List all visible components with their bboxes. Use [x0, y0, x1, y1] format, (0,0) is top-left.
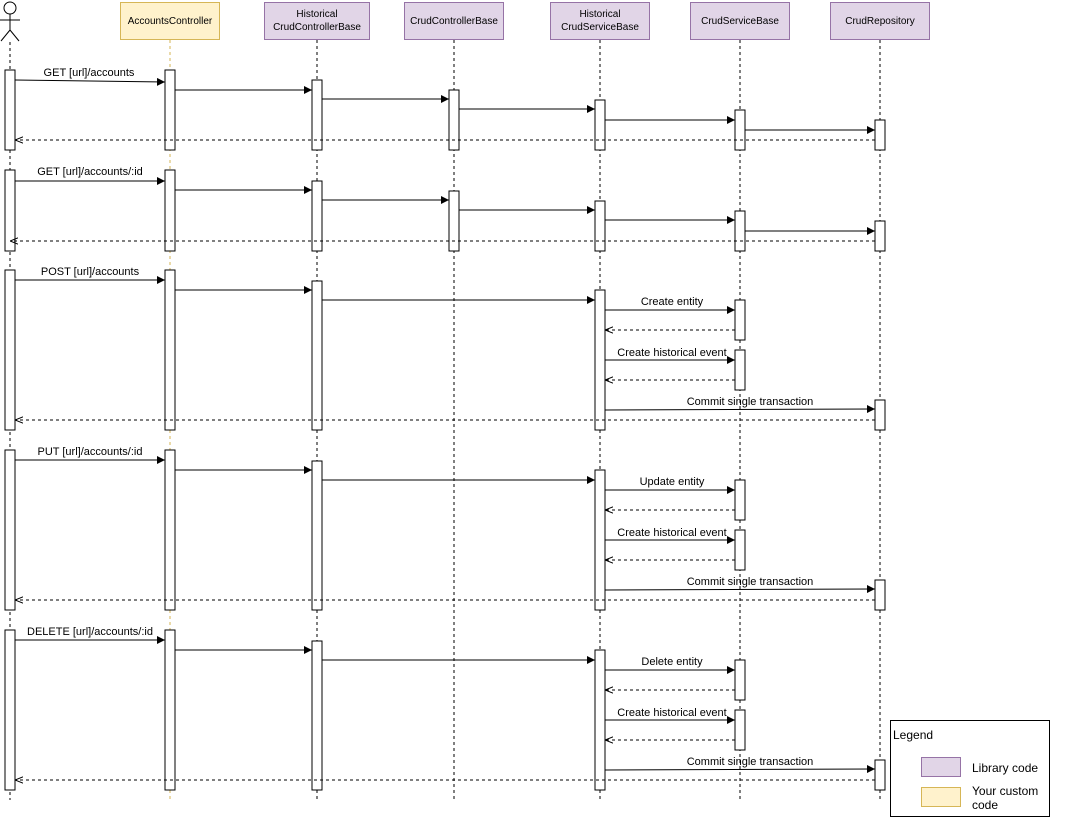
legend: Legend Library code Your custom code: [890, 720, 1050, 817]
message-delete-entity: Delete entity: [641, 656, 703, 668]
activation-bar: [164, 169, 176, 252]
activation-bar: [734, 529, 746, 571]
legend-library-swatch: [921, 757, 961, 777]
legend-custom-swatch: [921, 787, 961, 807]
activation-bar: [311, 280, 323, 431]
call-arrow: [14, 77, 166, 86]
activation-bar: [4, 169, 16, 252]
user-actor-icon: [0, 1, 20, 42]
activation-bar: [448, 89, 460, 151]
activation-bar: [164, 629, 176, 791]
return-arrows: [10, 140, 875, 780]
activation-bar: [4, 69, 16, 151]
call-arrows: [14, 77, 876, 774]
message-get-accounts: GET [url]/accounts: [44, 67, 135, 79]
activation-bars: [4, 69, 886, 791]
legend-custom-label: Your custom code: [972, 784, 1039, 812]
activation-bar: [311, 79, 323, 151]
activation-bar: [594, 289, 606, 431]
call-arrow: [604, 765, 876, 774]
message-commit-transaction: Commit single transaction: [687, 396, 814, 408]
activation-bar: [874, 119, 886, 151]
activation-bar: [734, 349, 746, 391]
activation-bar: [874, 220, 886, 252]
message-labels: GET [url]/accounts GET [url]/accounts/:i…: [27, 67, 813, 768]
call-arrow: [604, 585, 876, 594]
activation-bar: [311, 460, 323, 611]
message-create-entity: Create entity: [641, 296, 704, 308]
activation-bar: [734, 210, 746, 252]
activation-bar: [311, 640, 323, 791]
activation-bar: [4, 269, 16, 431]
message-create-historical-event: Create historical event: [617, 707, 726, 719]
activation-bar: [164, 269, 176, 431]
legend-title: Legend: [893, 728, 934, 742]
message-create-historical-event: Create historical event: [617, 347, 726, 359]
activation-bar: [874, 759, 886, 791]
message-commit-transaction: Commit single transaction: [687, 756, 814, 768]
message-delete-account: DELETE [url]/accounts/:id: [27, 626, 153, 638]
participant-crud-service-base: CrudServiceBase: [690, 2, 790, 40]
participant-historical-crud-controller-base: Historical CrudControllerBase: [264, 2, 370, 40]
activation-bar: [734, 709, 746, 751]
activation-bar: [734, 479, 746, 521]
message-get-account-by-id: GET [url]/accounts/:id: [37, 166, 143, 178]
message-put-account: PUT [url]/accounts/:id: [38, 446, 143, 458]
legend-library-label: Library code: [972, 761, 1039, 775]
participant-crud-repository: CrudRepository: [830, 2, 930, 40]
activation-bar: [594, 649, 606, 791]
activation-bar: [4, 449, 16, 611]
activation-bar: [164, 449, 176, 611]
message-commit-transaction: Commit single transaction: [687, 576, 814, 588]
activation-bar: [734, 109, 746, 151]
message-update-entity: Update entity: [640, 476, 705, 488]
activation-bar: [4, 629, 16, 791]
message-post-accounts: POST [url]/accounts: [41, 266, 140, 278]
participant-crud-controller-base: CrudControllerBase: [404, 2, 504, 40]
message-create-historical-event: Create historical event: [617, 527, 726, 539]
activation-bar: [734, 659, 746, 701]
call-arrow: [604, 405, 876, 414]
activation-bar: [874, 579, 886, 611]
participant-historical-crud-service-base: Historical CrudServiceBase: [550, 2, 650, 40]
participant-accounts-controller: AccountsController: [120, 2, 220, 40]
activation-bar: [594, 99, 606, 151]
activation-bar: [594, 200, 606, 252]
activation-bar: [311, 180, 323, 252]
activation-bar: [734, 299, 746, 341]
activation-bar: [448, 190, 460, 252]
activation-bar: [594, 469, 606, 611]
activation-bar: [874, 399, 886, 431]
activation-bar: [164, 69, 176, 151]
